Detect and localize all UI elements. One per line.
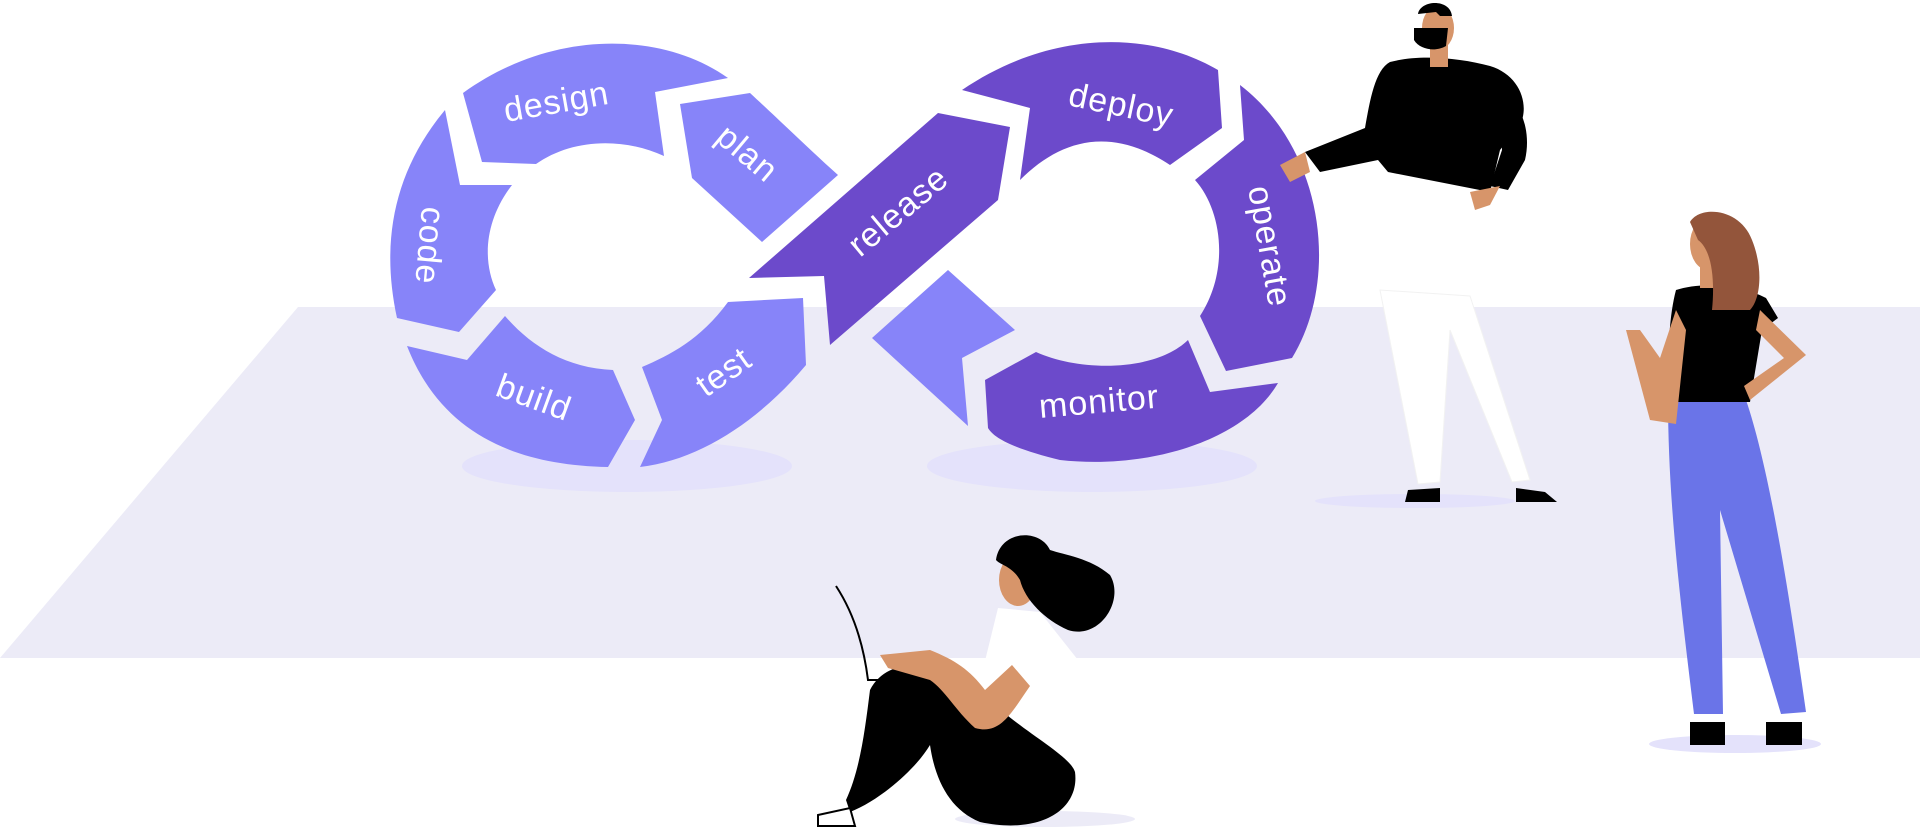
segment-test: [640, 298, 806, 467]
woman-shoe-left: [1690, 722, 1725, 745]
sitting-woman-trousers: [846, 664, 1076, 826]
segment-operate: [1195, 85, 1320, 371]
sitting-woman: [817, 535, 1115, 827]
man-trousers: [1379, 289, 1531, 485]
man-hair: [1418, 3, 1452, 16]
right-loop: [749, 42, 1320, 462]
woman-top: [1668, 285, 1778, 402]
segment-arrow-light: [872, 270, 1015, 426]
left-loop: [390, 43, 1015, 467]
segment-design: [463, 43, 728, 164]
woman-hair: [1690, 211, 1760, 310]
segment-code: [390, 110, 512, 332]
man-hand-right: [1470, 186, 1500, 210]
man-torso: [1305, 57, 1524, 193]
sitting-woman-hair: [996, 535, 1115, 632]
man-neck: [1430, 45, 1448, 67]
woman-shoe-right: [1766, 722, 1802, 745]
man-shoe-right: [1516, 488, 1557, 502]
man-shoe-left: [1405, 488, 1440, 502]
man-arm-right: [1490, 90, 1528, 190]
label-code: code: [407, 205, 452, 286]
right-loop-shadow: [927, 440, 1257, 492]
man-hand-left: [1280, 152, 1310, 182]
segment-monitor: [985, 340, 1278, 462]
standing-woman: [1626, 211, 1806, 745]
woman-jeans: [1668, 398, 1806, 714]
segment-build: [407, 316, 635, 467]
laptop: [835, 585, 930, 681]
woman-arm-right: [1744, 310, 1806, 400]
sitting-woman-shoe: [817, 806, 857, 827]
woman-arm-left: [1626, 310, 1686, 424]
man-beard: [1414, 28, 1448, 50]
sitting-woman-arm: [880, 650, 1030, 730]
standing-man: [1280, 3, 1557, 502]
segment-deploy: [962, 42, 1222, 180]
segment-plan: [680, 93, 838, 242]
segment-release: [749, 113, 1010, 345]
